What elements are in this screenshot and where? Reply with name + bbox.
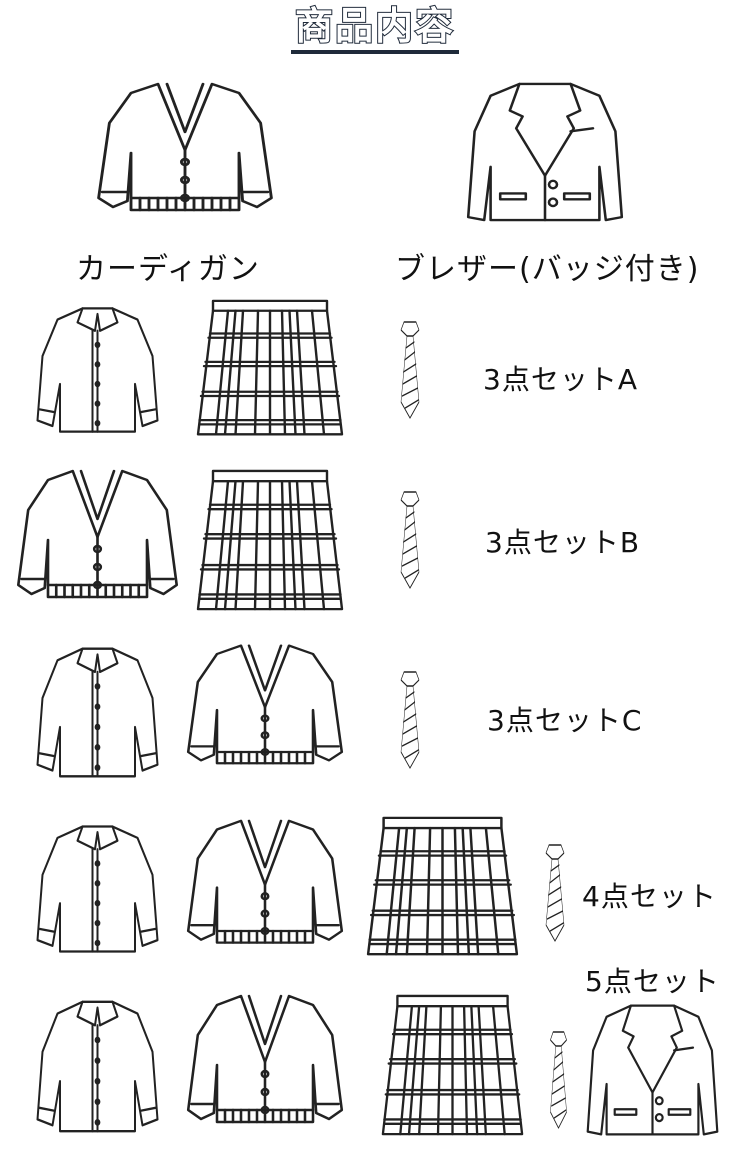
cardigan-icon: [185, 990, 345, 1140]
cardigan-icon: [95, 78, 275, 228]
cardigan-icon: [15, 465, 180, 615]
shirt-icon: [35, 993, 160, 1140]
tie-icon: [395, 320, 425, 420]
shirt-icon: [35, 818, 160, 960]
shirt-icon: [35, 640, 160, 785]
tie-icon: [395, 670, 425, 770]
skirt-icon: [380, 993, 525, 1140]
skirt-icon: [195, 298, 345, 440]
set-label: 4点セット: [582, 880, 717, 913]
skirt-icon: [195, 468, 345, 615]
tie-icon: [395, 490, 425, 590]
set-label: 5点セット: [585, 965, 720, 998]
blazer-icon: [465, 78, 625, 226]
tie-icon: [545, 1030, 572, 1130]
blazer-icon: [585, 1000, 720, 1140]
skirt-icon: [365, 815, 520, 960]
cardigan-icon: [185, 640, 345, 780]
shirt-icon: [35, 300, 160, 440]
tie-icon: [540, 843, 570, 943]
set-label: 3点セットA: [483, 363, 638, 396]
page-title: 商品内容: [0, 3, 750, 54]
set-label: 3点セットB: [485, 526, 641, 559]
cardigan-label: カーディガン: [76, 252, 260, 287]
set-label: 3点セットC: [487, 704, 643, 737]
blazer-label: ブレザー(バッジ付き): [395, 252, 700, 287]
cardigan-icon: [185, 815, 345, 960]
